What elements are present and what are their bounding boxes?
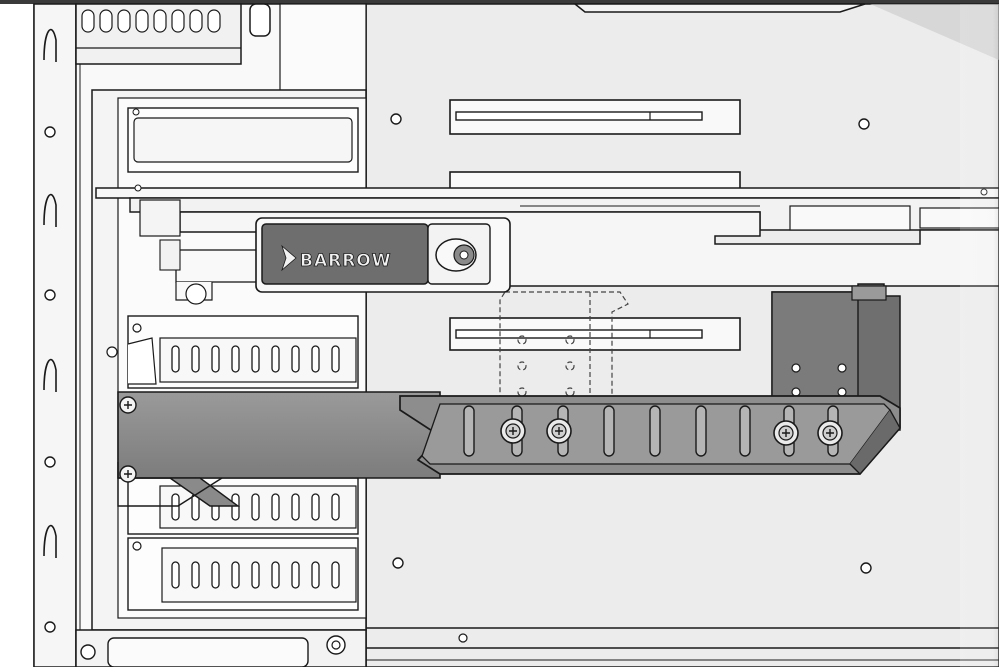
pcie-slot-3 bbox=[449, 317, 741, 351]
standoff-hole bbox=[392, 557, 404, 569]
phillips-screw-icon bbox=[817, 420, 843, 446]
gpu-support-bracket bbox=[117, 391, 901, 507]
top-border bbox=[0, 0, 999, 4]
standoff-hole bbox=[390, 113, 402, 125]
phillips-screw-icon bbox=[773, 420, 799, 446]
barrow-fitting: BARROW bbox=[255, 217, 511, 293]
vented-slot-cover bbox=[127, 315, 359, 389]
bottom-bar bbox=[75, 629, 367, 667]
vented-slot-cover bbox=[127, 477, 359, 535]
phillips-screw-icon bbox=[119, 396, 137, 414]
pcie-slot-1 bbox=[449, 99, 741, 135]
pci-bracket-column bbox=[91, 89, 367, 631]
vented-slot-cover bbox=[127, 537, 359, 611]
phillips-screw-icon bbox=[500, 418, 526, 444]
brand-logo-text: BARROW bbox=[300, 251, 392, 271]
top-vent bbox=[75, 3, 367, 95]
barrow-logo: BARROW bbox=[281, 244, 392, 271]
cable-hooks bbox=[43, 28, 57, 558]
standoff-hole bbox=[860, 562, 872, 574]
edge-shade bbox=[960, 4, 999, 667]
graphics-card bbox=[95, 184, 999, 305]
phillips-screw-icon bbox=[119, 465, 137, 483]
phillips-screw-icon bbox=[546, 418, 572, 444]
top-connector bbox=[572, 3, 866, 13]
slot-cover bbox=[127, 107, 359, 173]
fitting-icon bbox=[435, 238, 477, 272]
standoff-hole bbox=[858, 118, 870, 130]
standoff-hole bbox=[458, 633, 468, 643]
